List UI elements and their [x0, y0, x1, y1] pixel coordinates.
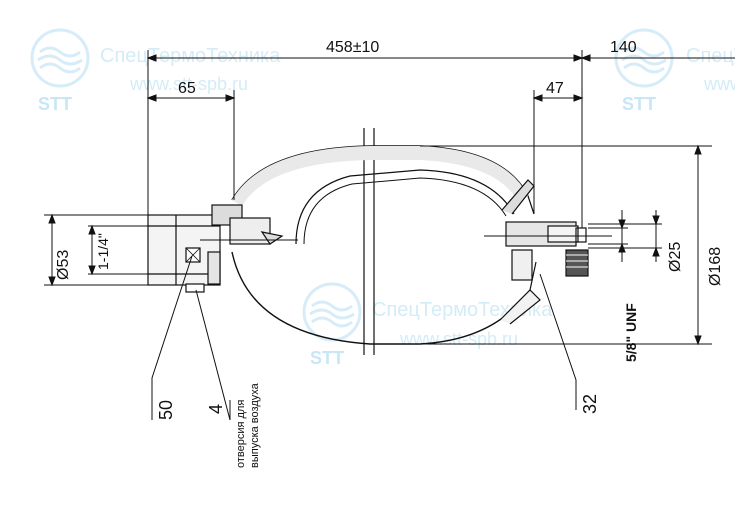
watermark-logo-text-right: STT [622, 94, 656, 114]
watermark-center: STT СпецТермоТехника www.stt-spb.ru [302, 282, 553, 368]
dim-left-diameter: Ø53 [55, 250, 72, 280]
watermark-url: www.stt-spb.ru [129, 74, 248, 94]
watermark-company: СпецТермоТехника [100, 45, 281, 67]
dim-left-thread: 1-1/4" [95, 233, 111, 270]
callout-item-32: 32 [580, 394, 600, 414]
right-port [484, 179, 612, 325]
callout-air-vent-line1: отверсия для [235, 400, 247, 468]
watermark-company-right: СпецТермоТехника [686, 45, 735, 67]
watermark-logo-text-center: STT [310, 348, 344, 368]
dim-right-diameter: Ø25 [667, 242, 684, 272]
watermark-url-center: www.stt-spb.ru [399, 329, 518, 349]
callout-item-50: 50 [156, 400, 176, 420]
dim-left-port-length: 65 [178, 80, 196, 97]
leader-lines [151, 255, 577, 421]
dim-right-thread: 5/8" UNF [623, 303, 639, 362]
dim-overall-length: 458±10 [326, 39, 379, 56]
watermark-logo-text: STT [38, 94, 72, 114]
watermark-top-left: STT СпецТермоТехника www.stt-spb.ru [30, 28, 281, 114]
callout-item-4: 4 [206, 404, 226, 414]
dim-body-diameter: Ø168 [707, 247, 724, 286]
watermark-url-right: www.stt-spb.ru [703, 74, 735, 94]
left-port [147, 204, 298, 293]
dimension-lines [44, 50, 735, 346]
callout-air-vent-line2: выпуска воздуха [249, 382, 261, 468]
dim-right-port-length: 47 [546, 80, 564, 97]
dim-right-end-length: 140 [610, 39, 637, 56]
